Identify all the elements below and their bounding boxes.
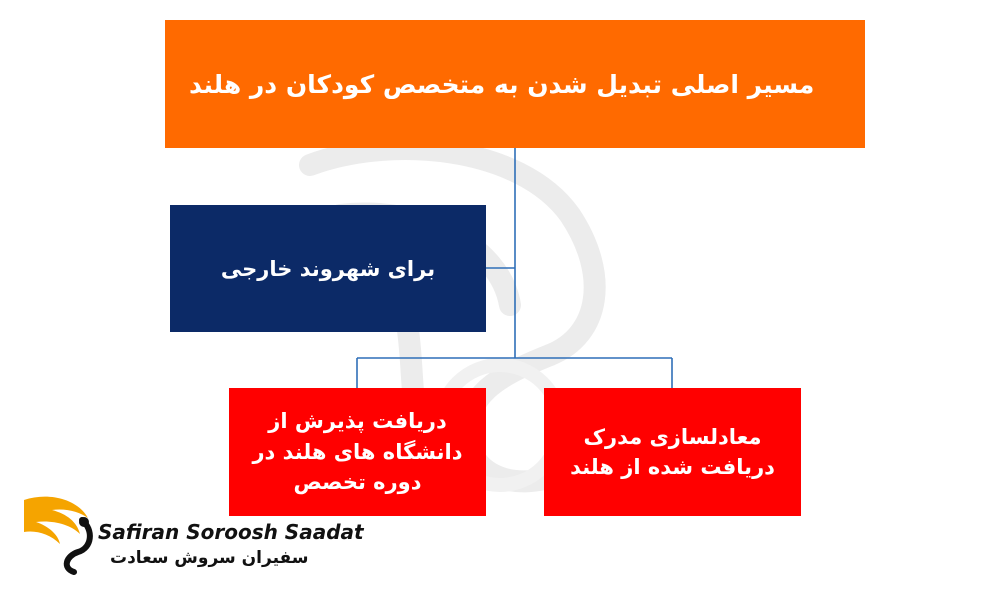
logo-name-fa: سفیران سروش سعادت — [110, 548, 309, 568]
diagram-title-box: مسیر اصلی تبدیل شدن به متخصص کودکان در ه… — [165, 20, 865, 148]
step-label-equivalence: معادلسازی مدرک دریافت شده از هلند — [570, 424, 775, 479]
group-label: برای شهروند خارجی — [220, 256, 436, 281]
step-box-admission: دریافت پذیرش از دانشگاه های هلند در دوره… — [229, 388, 486, 516]
logo-name-en: Safiran Soroosh Saadat — [98, 520, 364, 544]
group-box: برای شهروند خارجی — [170, 205, 486, 332]
step-box-equivalence: معادلسازی مدرک دریافت شده از هلند — [544, 388, 801, 516]
bird-logo-icon — [24, 496, 93, 575]
diagram-title: مسیر اصلی تبدیل شدن به متخصص کودکان در ه… — [189, 69, 815, 99]
step-label-admission: دریافت پذیرش از دانشگاه های هلند در دوره… — [252, 409, 463, 495]
company-logo: Safiran Soroosh Saadat سفیران سروش سعادت — [22, 490, 364, 590]
